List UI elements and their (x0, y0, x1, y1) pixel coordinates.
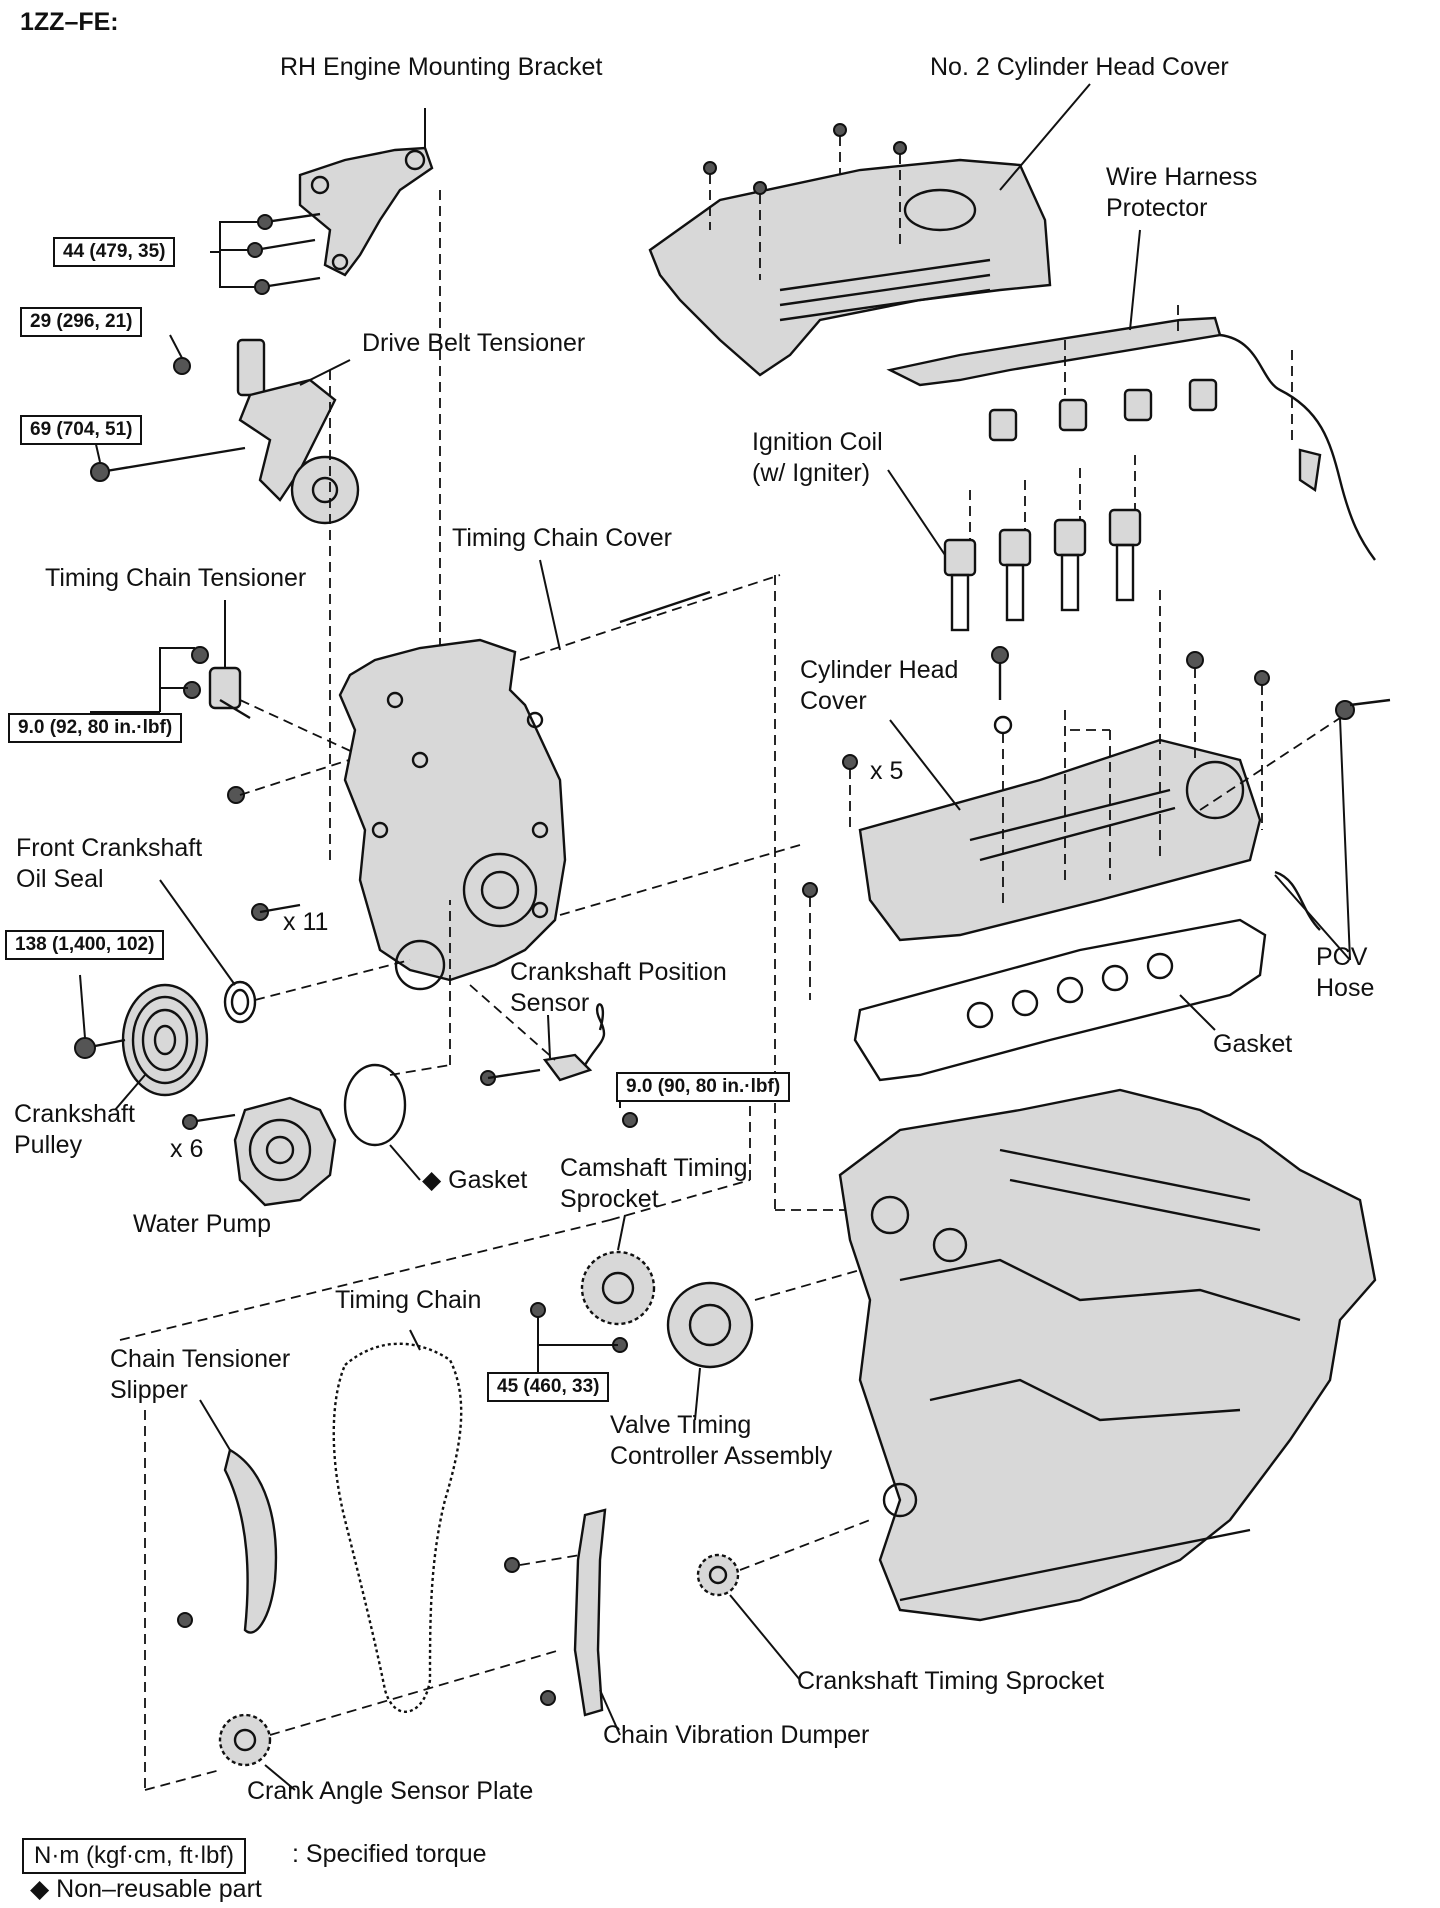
label-chain-vibration-dumper: Chain Vibration Dumper (603, 1721, 870, 1749)
label-timing-chain-tensioner: Timing Chain Tensioner (45, 564, 307, 592)
water-pump-gasket (343, 1063, 407, 1147)
label-crankshaft-timing-sprocket: Crankshaft Timing Sprocket (797, 1667, 1105, 1695)
label-crank-angle-sensor-plate: Crank Angle Sensor Plate (247, 1777, 534, 1805)
label-timing-chain: Timing Chain (335, 1286, 482, 1314)
label-wire-harness-protector: Wire Harness Protector (1106, 163, 1258, 222)
timing-chain-cover (251, 590, 711, 991)
label-front-crankshaft-oil-seal: Front Crankshaft Oil Seal (16, 834, 203, 893)
head-cover-gasket (853, 918, 1267, 1082)
label-pcv-hose: PCV Hose (1316, 943, 1375, 1002)
engine-code-title: 1ZZ–FE: (20, 8, 119, 36)
ignition-coils (943, 508, 1142, 632)
timing-chain-tensioner (183, 646, 251, 804)
torque-tensioner-bolt: 69 (704, 51) (20, 415, 143, 445)
torque-chain-tensioner: 9.0 (92, 80 in.·lbf) (8, 713, 183, 743)
count-cover-bolts: x 11 (283, 908, 329, 936)
pcv-hose (1274, 698, 1391, 931)
torque-tensioner-nut: 29 (296, 21) (20, 307, 143, 337)
chain-tensioner-slipper (177, 1448, 278, 1634)
label-valve-timing-controller: Valve Timing Controller Assembly (610, 1411, 833, 1470)
rh-engine-mounting-bracket (298, 146, 434, 277)
label-head-cover-gasket: Gasket (1213, 1030, 1293, 1058)
legend-torque-text: : Specified torque (292, 1840, 487, 1868)
label-drive-belt-tensioner: Drive Belt Tensioner (362, 329, 586, 357)
valve-timing-controller (530, 1281, 754, 1369)
label-crankshaft-pulley: Crankshaft Pulley (14, 1100, 135, 1159)
count-pump-bolts: x 6 (170, 1135, 204, 1163)
water-pump (182, 1096, 337, 1207)
torque-cam-sprocket: 45 (460, 33) (487, 1372, 610, 1402)
label-camshaft-timing-sprocket: Camshaft Timing Sprocket (560, 1154, 748, 1213)
label-water-pump: Water Pump (133, 1210, 272, 1238)
label-cylinder-head-cover: Cylinder Head Cover (800, 656, 959, 715)
torque-crankshaft-pulley: 138 (1,400, 102) (5, 930, 165, 960)
front-crankshaft-oil-seal (223, 980, 257, 1024)
crank-angle-sensor-plate (218, 1713, 272, 1767)
wire-harness-protector (886, 316, 1376, 561)
crankshaft-position-sensor (480, 1003, 638, 1128)
count-head-cover-bolts: x 5 (870, 757, 904, 785)
bracket-bolts (247, 212, 321, 295)
timing-chain (332, 1342, 463, 1713)
label-no2-cylinder-head-cover: No. 2 Cylinder Head Cover (930, 53, 1229, 81)
torque-position-sensor: 9.0 (90, 80 in.·lbf) (616, 1072, 791, 1102)
engine-block (838, 1088, 1377, 1622)
label-timing-chain-cover: Timing Chain Cover (452, 524, 672, 552)
label-water-pump-gasket: ◆ Gasket (422, 1166, 528, 1194)
drive-belt-tensioner (90, 338, 360, 525)
label-crankshaft-position-sensor: Crankshaft Position Sensor (510, 958, 727, 1017)
chain-vibration-dumper (504, 1508, 607, 1717)
camshaft-timing-sprocket (580, 1250, 656, 1326)
crankshaft-timing-sprocket (696, 1553, 740, 1597)
legend-nonreusable: ◆ Non–reusable part (30, 1875, 262, 1903)
label-chain-tensioner-slipper: Chain Tensioner Slipper (110, 1345, 291, 1404)
label-rh-engine-mounting-bracket: RH Engine Mounting Bracket (280, 53, 603, 81)
label-ignition-coil: Ignition Coil (w/ Igniter) (752, 428, 883, 487)
crankshaft-pulley (74, 983, 209, 1097)
torque-bracket: 44 (479, 35) (53, 237, 176, 267)
no2-cylinder-head-cover (648, 123, 1052, 377)
legend-torque-unit: N·m (kgf·cm, ft·lbf) (22, 1838, 246, 1874)
